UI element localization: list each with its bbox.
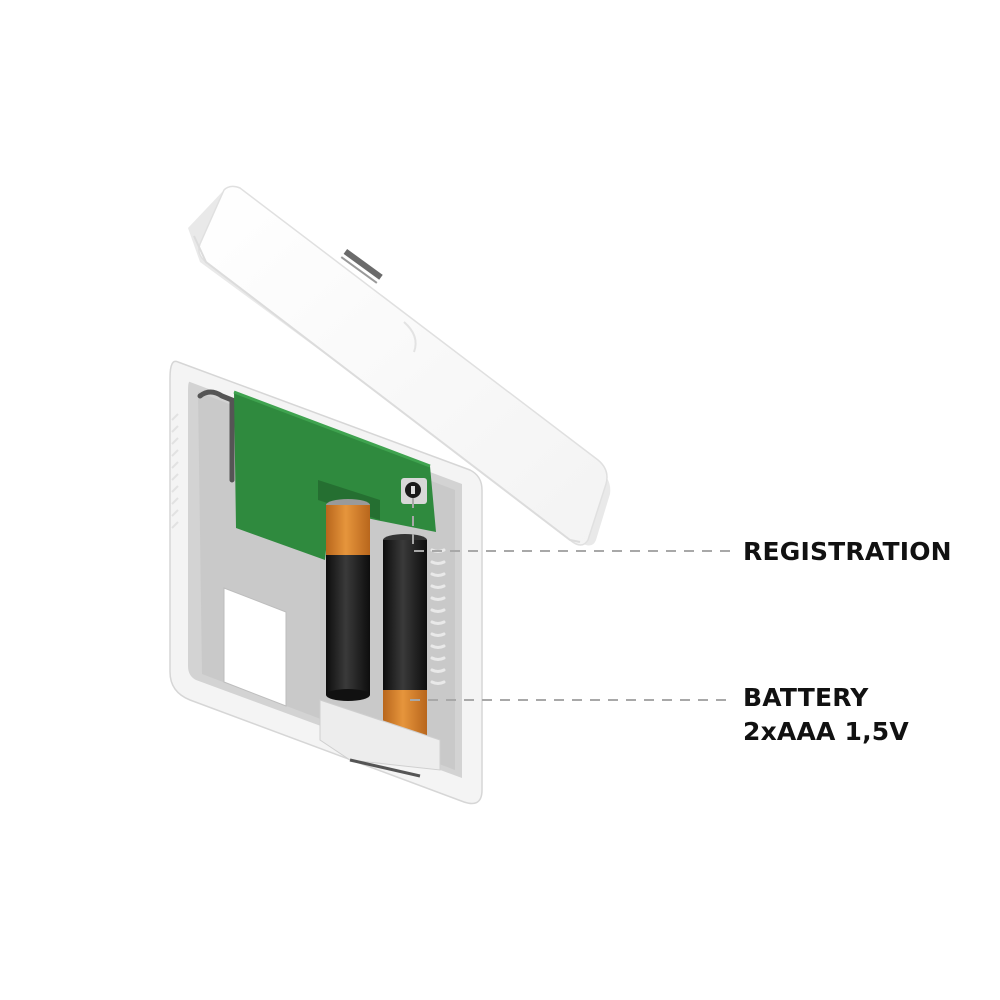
battery-right xyxy=(383,534,427,746)
battery-left xyxy=(326,499,370,701)
touch-indicator-icon xyxy=(403,321,417,353)
callout-registration: REGISTRATION xyxy=(743,535,952,569)
callout-battery-line-2: 2xAAA 1,5V xyxy=(743,717,909,746)
vent-slots xyxy=(430,548,446,685)
registration-button[interactable] xyxy=(401,478,427,504)
callout-battery: BATTERY 2xAAA 1,5V xyxy=(743,681,909,749)
device-lid xyxy=(188,185,611,546)
brand-logo-mark xyxy=(340,249,383,284)
callout-battery-line-1: BATTERY xyxy=(743,683,869,712)
battery-compartment xyxy=(319,499,441,778)
callout-registration-line-1: REGISTRATION xyxy=(743,537,952,566)
